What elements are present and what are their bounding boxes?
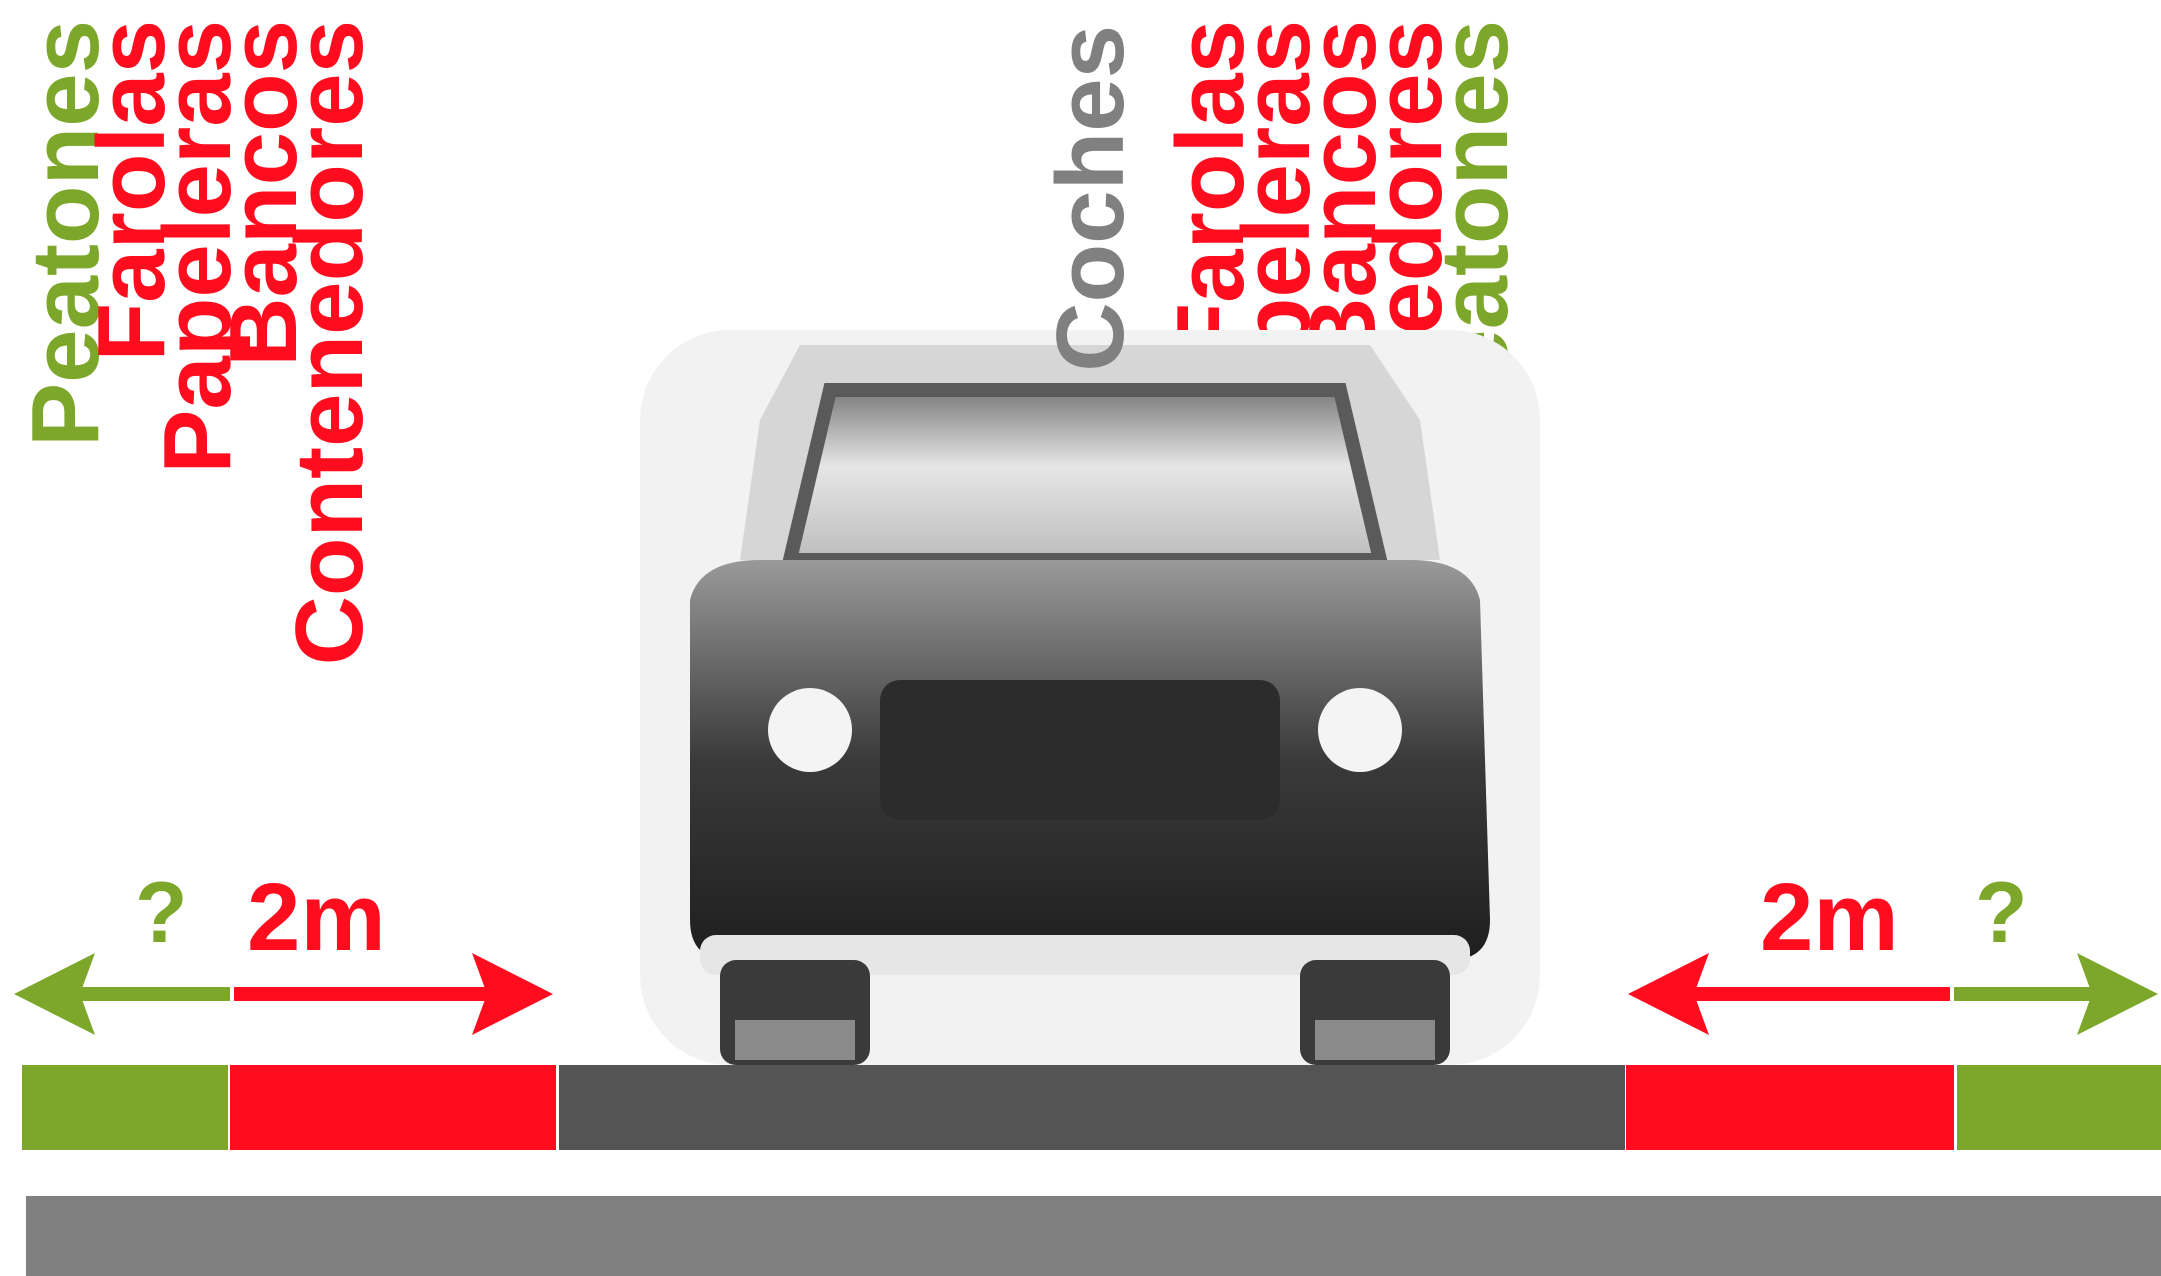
left-pedestrian-arrow [14, 953, 230, 1035]
left-sidewalk-furniture-band [230, 1065, 556, 1150]
roadway-band [559, 1065, 1625, 1150]
right-pedestrian-arrow [1954, 953, 2158, 1035]
left-furniture-arrow [234, 953, 553, 1035]
right-sidewalk-pedestrian-band [1957, 1065, 2161, 1150]
right-sidewalk-furniture-band [1626, 1065, 1954, 1150]
ground-bar [26, 1196, 2161, 1276]
right-furniture-arrow [1628, 953, 1950, 1035]
left-sidewalk-pedestrian-band [22, 1065, 228, 1150]
